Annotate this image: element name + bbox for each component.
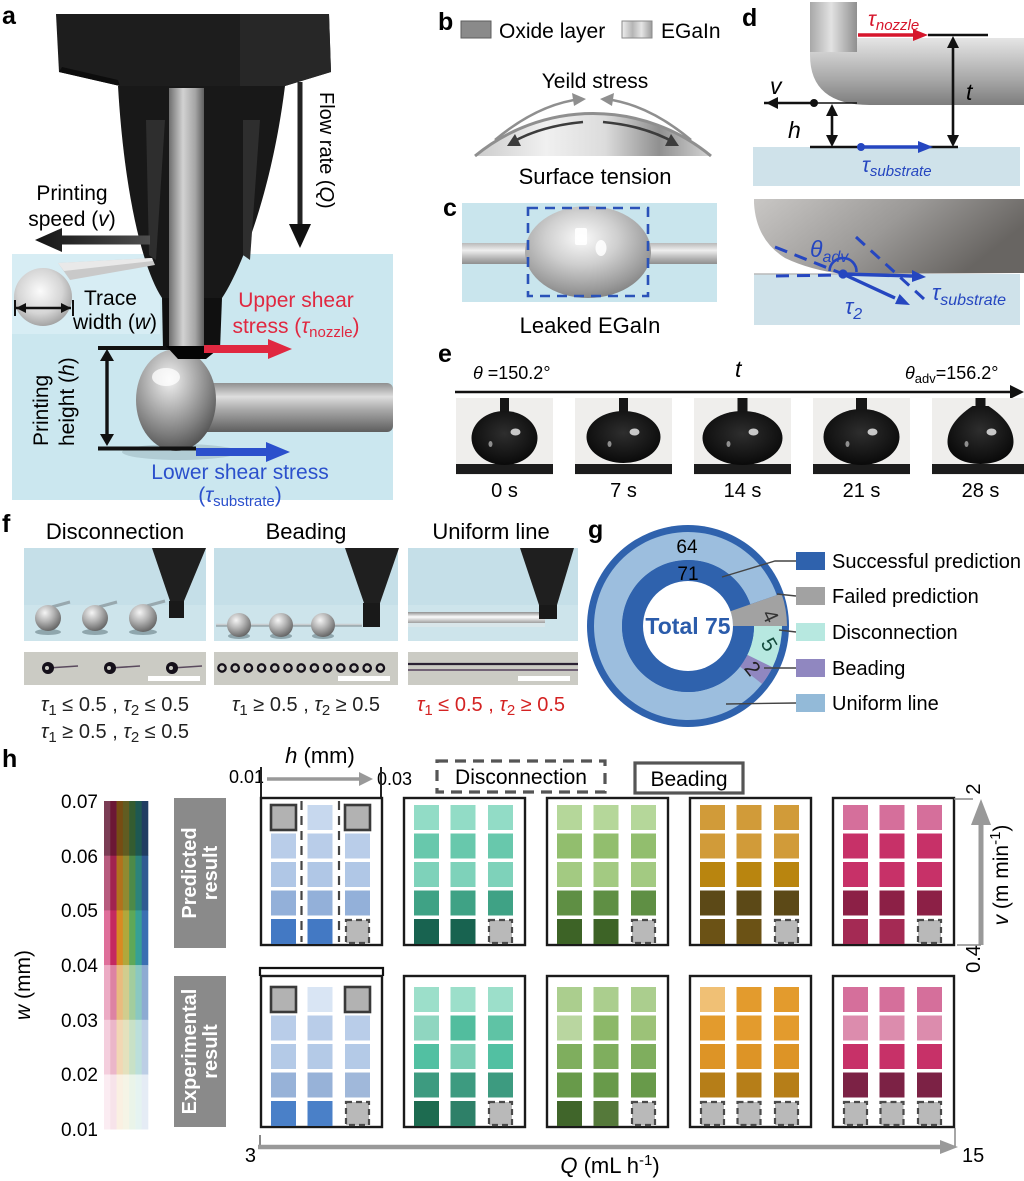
svg-text:Beading: Beading xyxy=(832,658,905,680)
svg-text:h (mm): h (mm) xyxy=(285,745,355,768)
svg-text:Flow rate (Q): Flow rate (Q) xyxy=(315,92,337,209)
svg-text:Trace: Trace xyxy=(84,287,137,310)
svg-text:0.06: 0.06 xyxy=(61,847,98,868)
svg-text:θadv=156.2°: θadv=156.2° xyxy=(905,363,999,386)
svg-text:Printing: Printing xyxy=(36,182,107,205)
svg-text:e: e xyxy=(438,340,452,368)
svg-text:3: 3 xyxy=(245,1145,256,1167)
svg-text:t: t xyxy=(735,356,743,382)
svg-text:Experimentalresult: Experimentalresult xyxy=(179,989,222,1115)
svg-text:w (mm): w (mm) xyxy=(12,950,35,1020)
svg-text:64: 64 xyxy=(676,537,698,558)
svg-text:0.04: 0.04 xyxy=(61,956,98,977)
svg-text:0.03: 0.03 xyxy=(61,1011,98,1032)
svg-text:EGaIn: EGaIn xyxy=(661,20,721,43)
svg-text:τ1 ≤ 0.5 , τ2 ≥ 0.5: τ1 ≤ 0.5 , τ2 ≥ 0.5 xyxy=(417,694,565,719)
svg-text:τnozzle: τnozzle xyxy=(868,8,919,34)
svg-text:Beading: Beading xyxy=(650,768,727,791)
svg-text:τ1 ≥ 0.5 , τ2 ≤ 0.5: τ1 ≥ 0.5 , τ2 ≤ 0.5 xyxy=(41,721,189,746)
svg-text:t: t xyxy=(966,79,974,105)
svg-text:Beading: Beading xyxy=(266,519,347,544)
svg-text:Total 75: Total 75 xyxy=(645,613,730,639)
svg-text:Q (mL h-1): Q (mL h-1) xyxy=(560,1152,659,1179)
svg-text:v (m min-1): v (m min-1) xyxy=(987,825,1014,926)
svg-text:Disconnection: Disconnection xyxy=(46,519,184,544)
svg-text:height (h): height (h) xyxy=(56,357,79,446)
svg-text:width (w): width (w) xyxy=(72,311,157,334)
svg-text:Printing: Printing xyxy=(30,375,53,446)
svg-text:Yeild stress: Yeild stress xyxy=(542,70,649,93)
svg-text:Disconnection: Disconnection xyxy=(832,622,958,644)
svg-text:τ1 ≤ 0.5 , τ2 ≤ 0.5: τ1 ≤ 0.5 , τ2 ≤ 0.5 xyxy=(41,694,189,719)
svg-text:Disconnection: Disconnection xyxy=(455,766,587,789)
svg-text:b: b xyxy=(438,8,453,36)
svg-text:14 s: 14 s xyxy=(724,480,762,502)
svg-text:Uniform line: Uniform line xyxy=(832,693,939,715)
svg-text:Successful prediction: Successful prediction xyxy=(832,551,1021,573)
svg-text:Leaked EGaIn: Leaked EGaIn xyxy=(520,313,661,338)
svg-text:d: d xyxy=(742,4,757,32)
svg-text:0.01: 0.01 xyxy=(229,767,264,787)
svg-text:θ =150.2°: θ =150.2° xyxy=(473,363,551,383)
svg-text:a: a xyxy=(2,2,17,30)
svg-text:28 s: 28 s xyxy=(962,480,1000,502)
svg-text:g: g xyxy=(588,516,603,544)
svg-text:15: 15 xyxy=(962,1145,984,1167)
svg-text:71: 71 xyxy=(677,564,698,585)
svg-text:Uniform line: Uniform line xyxy=(432,519,549,544)
svg-text:0.05: 0.05 xyxy=(61,901,98,922)
svg-text:0 s: 0 s xyxy=(491,480,518,502)
svg-text:Oxide layer: Oxide layer xyxy=(499,20,605,43)
svg-text:h: h xyxy=(2,745,17,773)
svg-text:7 s: 7 s xyxy=(610,480,637,502)
svg-text:v: v xyxy=(770,73,783,99)
svg-text:Lower shear stress: Lower shear stress xyxy=(151,461,328,484)
svg-text:0.01: 0.01 xyxy=(61,1120,98,1141)
svg-text:0.4: 0.4 xyxy=(963,945,985,973)
svg-text:speed (v): speed (v) xyxy=(28,208,116,231)
svg-text:Upper shear: Upper shear xyxy=(238,289,354,312)
svg-text:h: h xyxy=(788,117,801,143)
svg-text:Surface tension: Surface tension xyxy=(519,164,672,189)
svg-text:21 s: 21 s xyxy=(843,480,881,502)
svg-text:0.02: 0.02 xyxy=(61,1065,98,1086)
svg-text:Failed prediction: Failed prediction xyxy=(832,586,979,608)
svg-text:0.03: 0.03 xyxy=(377,769,412,789)
svg-text:f: f xyxy=(2,510,11,538)
svg-text:c: c xyxy=(443,196,457,222)
svg-text:2: 2 xyxy=(963,783,985,794)
svg-text:τ1 ≥ 0.5 , τ2 ≥ 0.5: τ1 ≥ 0.5 , τ2 ≥ 0.5 xyxy=(232,694,380,719)
svg-text:Predictedresult: Predictedresult xyxy=(179,827,222,918)
svg-text:0.07: 0.07 xyxy=(61,792,98,813)
